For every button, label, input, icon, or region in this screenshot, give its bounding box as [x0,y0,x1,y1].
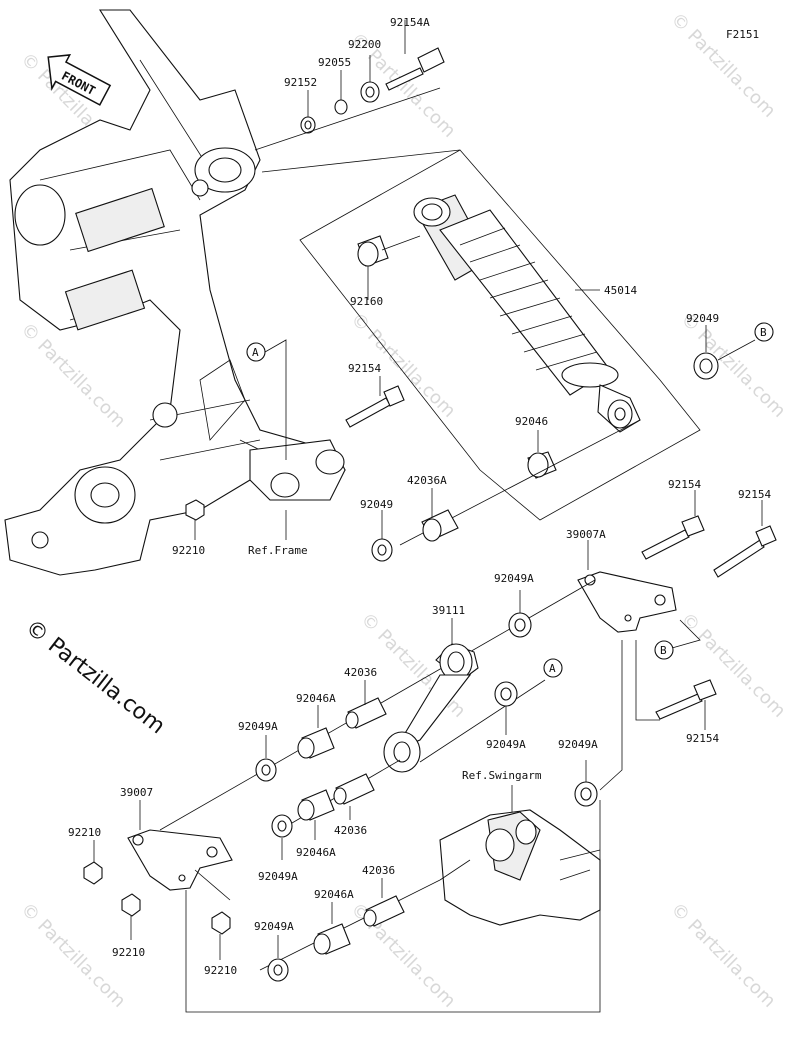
part-number: 42036 [344,666,377,679]
shock-lower-hardware [185,325,756,562]
callout-a-label: A [252,346,259,359]
frame-illustration [4,9,346,576]
part-number: 92049A [494,572,534,585]
part-number: 92049A [254,920,294,933]
part-number: 92046A [296,692,336,705]
rocker-arm: A [159,579,596,831]
part-number: 92049A [238,720,278,733]
lower-bearings [259,759,598,982]
part-number: 92046 [515,415,548,428]
part-number: 39007A [566,528,606,541]
part-number: 92210 [172,544,205,557]
ref-swingarm-label: Ref.Swingarm [462,769,542,782]
tie-rod-plate-left [83,800,601,1013]
part-number: 92154 [686,732,719,745]
callout-a-label: A [549,662,556,675]
part-number: 39007 [120,786,153,799]
callout-b-upper: B [754,322,774,342]
callout-b-label: B [760,326,767,339]
figure-code: F2151 [726,28,759,41]
part-number: 92200 [348,38,381,51]
part-number: 92046A [314,888,354,901]
part-number-labels: 92154A 92200 92055 92152 92160 45014 920… [68,16,771,977]
part-number: 92152 [284,76,317,89]
part-number: 92154A [390,16,430,29]
part-number: 92160 [350,295,383,308]
tie-rod-plate-right: B [577,490,777,791]
part-number: 92210 [204,964,237,977]
part-number: 92154 [738,488,771,501]
watermark: © Partzilla.com [16,319,129,432]
part-number: 92055 [318,56,351,69]
part-number: 92154 [348,362,381,375]
part-number: 92049A [258,870,298,883]
partzilla-brand: © Partzilla.com [20,615,169,739]
part-number: 39111 [432,604,465,617]
part-number: 45014 [604,284,637,297]
part-number: 42036 [362,864,395,877]
watermark: © Partzilla.com [346,899,459,1012]
part-number: 92210 [68,826,101,839]
ref-frame-label: Ref.Frame [248,544,308,557]
part-number: 42036A [407,474,447,487]
part-number: 92049 [360,498,393,511]
part-number: 92210 [112,946,145,959]
watermark: © Partzilla.com [666,899,779,1012]
part-number: 92049A [486,738,526,751]
watermark: © Partzilla.com [666,9,779,122]
swingarm-illustration [439,785,601,926]
callout-a-upper: A [246,339,287,460]
shock-absorber [261,149,701,521]
upper-mount-hardware [254,20,445,151]
part-number: 42036 [334,824,367,837]
part-number: 92049A [558,738,598,751]
callout-b-label: B [660,644,667,657]
part-number: 92046A [296,846,336,859]
watermark: © Partzilla.com [676,309,789,422]
part-number: 92154 [668,478,701,491]
part-number: 92049 [686,312,719,325]
